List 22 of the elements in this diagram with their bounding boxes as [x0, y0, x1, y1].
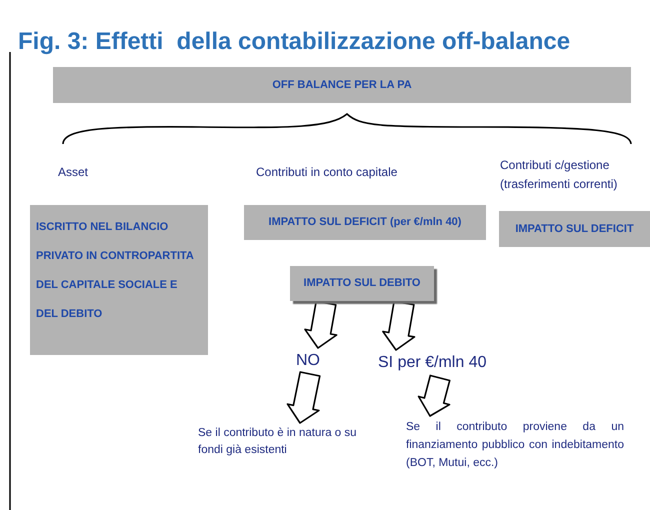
block-arrow [286, 371, 321, 424]
node-label: Contributi c/gestione (trasferimenti correnti) [500, 156, 648, 196]
node-label: Se il contributo proviene da un finanziamento pubblico con indebitamento (BOT, Mutui, ecc.) [406, 418, 624, 474]
process-box [53, 67, 631, 103]
node-label: Contributi in conto capitale [256, 163, 440, 181]
process-box [30, 205, 208, 355]
block-arrow [382, 300, 416, 351]
node-label: Asset [58, 163, 108, 181]
box-label: IMPATTO SUL DEFICIT [515, 222, 634, 237]
process-box [244, 205, 486, 240]
node-label: SI per €/mln 40 [378, 352, 500, 376]
title: Fig. 3: Effetti della contabilizzazione off-balance [18, 27, 570, 57]
box-label: ISCRITTO NEL BILANCIO PRIVATO IN CONTROPARTITA DEL CAPITALE SOCIALE E DEL DEBITO [36, 221, 194, 320]
block-arrow [304, 300, 338, 349]
block-arrow [418, 374, 450, 417]
process-box [290, 266, 434, 301]
process-box [499, 211, 650, 247]
node-label: NO [296, 350, 328, 372]
node-label: Se il contributo è in natura o su fondi già esistenti [198, 425, 376, 461]
box-label: IMPATTO SUL DEBITO [304, 276, 420, 292]
box-label: OFF BALANCE PER LA PA [272, 78, 412, 93]
box-label: IMPATTO SUL DEFICIT (per €/mln 40) [268, 215, 462, 230]
